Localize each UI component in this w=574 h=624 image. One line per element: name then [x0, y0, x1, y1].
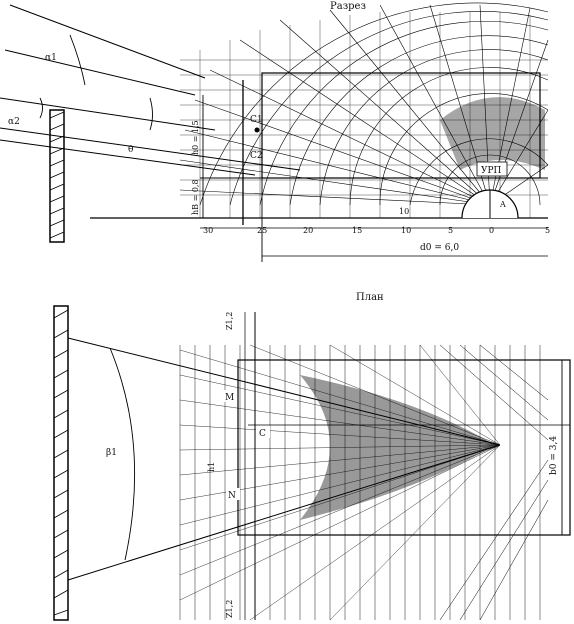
ruler-tick: 5: [545, 226, 550, 235]
d0-label: d0 = 6,0: [420, 243, 459, 253]
ruler-tick: 5: [448, 226, 453, 235]
ruler-tick: 10: [401, 226, 411, 235]
section-dense-hatch: [180, 12, 548, 218]
plan-title: План: [356, 292, 384, 303]
building-wall: [49, 109, 65, 243]
plan-beam-edges: [67, 337, 501, 581]
ruler-ticks: 30 25 20 15 10 5 0 5: [203, 226, 550, 235]
wall-hatching: [49, 111, 65, 239]
m-marker-bg: [222, 390, 236, 402]
c2-label: C2: [250, 151, 263, 161]
angle-arcs: [39, 34, 153, 131]
urp-label: УРП: [481, 166, 502, 176]
section-dense-core: [440, 97, 545, 170]
plan-dense-core: [300, 375, 495, 520]
b0-label: b0 = 3,4: [549, 436, 559, 475]
ruler-tick: 30: [203, 226, 213, 235]
n-label: N: [228, 491, 236, 501]
c-marker-bg: [256, 426, 270, 438]
alpha2-label: α2: [8, 117, 20, 127]
ruler-tick: 25: [257, 226, 267, 235]
ruler-tick: 15: [352, 226, 362, 235]
beta-arc: [109, 347, 136, 561]
top-mark-label: Z1,2: [225, 312, 234, 330]
b0-zone-rect: [237, 359, 571, 536]
plan-view: План β1: [53, 292, 571, 621]
plan-radial-grid: [179, 344, 501, 621]
hB-label: hB = 0,8: [191, 179, 200, 215]
plan-wall: [53, 305, 69, 621]
a-label: A: [499, 200, 506, 209]
section-view: Разрез α1 α2 θ: [0, 1, 550, 262]
theta-label: θ: [128, 145, 133, 155]
plan-wall-hatching: [53, 309, 69, 616]
bottom-mark-label: Z1,2: [225, 600, 234, 618]
urp-box: [476, 161, 508, 177]
ruler-10-label: 10: [399, 207, 409, 216]
m-label: M: [225, 393, 234, 403]
beta1-label: β1: [106, 448, 117, 458]
n-marker-bg: [226, 488, 240, 500]
h0-label: h0 = 1,5: [191, 120, 200, 155]
h1-label: h1: [207, 462, 216, 472]
section-title: Разрез: [330, 1, 366, 12]
sector-rays: [0, 4, 301, 176]
c1-label: C1: [250, 115, 263, 125]
ruler-tick: 0: [489, 226, 494, 235]
ruler-tick: 20: [303, 226, 313, 235]
plan-diagonal-hatch: [439, 344, 549, 621]
c-label: C: [259, 429, 266, 439]
alpha1-label: α1: [45, 53, 57, 63]
c1-marker: [254, 127, 260, 133]
